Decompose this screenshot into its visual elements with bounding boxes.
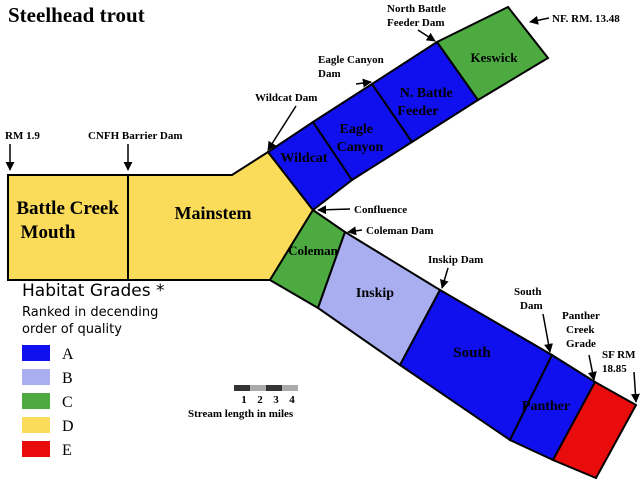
label-wildcat: Wildcat bbox=[280, 151, 328, 166]
arrow-inskip-dam bbox=[440, 267, 449, 289]
annotation-sf-rm-18-85: SF RM 18.85 bbox=[602, 349, 638, 375]
segment-sf-upper bbox=[551, 380, 638, 480]
legend-title: Habitat Grades * bbox=[22, 281, 164, 301]
label-south: South bbox=[453, 345, 491, 361]
scale-bar-segment bbox=[234, 385, 250, 391]
legend-grade-a: A bbox=[62, 346, 74, 363]
annotations: RM 1.9 CNFH Barrier Dam Confluence Colem… bbox=[5, 3, 638, 375]
label-eagle-canyon: Eagle Canyon bbox=[337, 122, 384, 155]
arrow-panther-creek-grade bbox=[587, 354, 597, 381]
annotation-north-battle-feeder-dam: North Battle Feeder Dam bbox=[387, 3, 449, 29]
arrow-wildcat-dam bbox=[267, 105, 297, 151]
annotation-cnfh-barrier-dam: CNFH Barrier Dam bbox=[88, 130, 183, 142]
legend-grade-c: C bbox=[62, 394, 73, 411]
label-keswick: Keswick bbox=[471, 50, 519, 65]
annotation-confluence: Confluence bbox=[354, 204, 407, 216]
arrow-nf-rm-13-48 bbox=[529, 15, 550, 25]
arrow-confluence bbox=[317, 205, 351, 215]
scale-tick-4: 4 bbox=[289, 394, 295, 406]
annotation-inskip-dam: Inskip Dam bbox=[428, 254, 483, 266]
scale-bar-segment bbox=[282, 385, 298, 391]
scale-tick-1: 1 bbox=[241, 394, 247, 406]
habitat-legend: Habitat Grades * Ranked in decending ord… bbox=[22, 281, 164, 459]
diagram-title: Steelhead trout bbox=[8, 3, 145, 27]
arrow-south-dam bbox=[542, 313, 553, 353]
annotation-arrows bbox=[5, 15, 640, 403]
annotation-south-dam: South Dam bbox=[514, 286, 544, 312]
segment-keswick bbox=[435, 5, 550, 102]
segment-labels: Battle Creek Mouth Mainstem Wildcat Eagl… bbox=[16, 50, 570, 414]
annotation-wildcat-dam: Wildcat Dam bbox=[255, 92, 317, 104]
legend-grade-e: E bbox=[62, 442, 72, 459]
arrow-eagle-canyon-dam bbox=[355, 78, 372, 88]
annotation-rm-1-9: RM 1.9 bbox=[5, 130, 40, 142]
legend-swatch-c bbox=[22, 393, 50, 409]
scale-bar-label: Stream length in miles bbox=[188, 408, 294, 420]
label-battle-creek-mouth: Battle Creek Mouth bbox=[16, 198, 123, 243]
scale-bar-segment bbox=[250, 385, 266, 391]
legend-grade-d: D bbox=[62, 418, 74, 435]
annotation-coleman-dam: Coleman Dam bbox=[366, 225, 434, 237]
legend-swatch-e bbox=[22, 441, 50, 457]
arrow-north-battle-feeder-dam bbox=[417, 29, 436, 42]
scale-bar: 1 2 3 4 Stream length in miles bbox=[188, 385, 298, 420]
stream-segments bbox=[7, 5, 638, 480]
scale-bar-segment bbox=[266, 385, 282, 391]
legend-swatch-d bbox=[22, 417, 50, 433]
arrow-sf-rm-18-85 bbox=[630, 371, 640, 403]
scale-tick-3: 3 bbox=[273, 394, 279, 406]
label-mainstem: Mainstem bbox=[175, 203, 252, 223]
annotation-eagle-canyon-dam: Eagle Canyon Dam bbox=[318, 54, 386, 80]
legend-swatch-a bbox=[22, 345, 50, 361]
label-inskip: Inskip bbox=[356, 286, 394, 301]
legend-subtitle-line-2: order of quality bbox=[22, 322, 122, 337]
label-n-battle-feeder: N. Battle Feeder bbox=[397, 86, 456, 119]
label-coleman: Coleman bbox=[288, 243, 339, 258]
legend-grade-b: B bbox=[62, 370, 73, 387]
arrow-coleman-dam bbox=[347, 226, 363, 236]
legend-swatch-b bbox=[22, 369, 50, 385]
annotation-panther-creek-grade: Panther Creek Grade bbox=[562, 310, 602, 350]
scale-tick-2: 2 bbox=[257, 394, 263, 406]
label-panther: Panther bbox=[522, 399, 570, 414]
annotation-nf-rm-13-48: NF. RM. 13.48 bbox=[552, 13, 620, 25]
legend-subtitle-line-1: Ranked in decending bbox=[22, 305, 158, 320]
